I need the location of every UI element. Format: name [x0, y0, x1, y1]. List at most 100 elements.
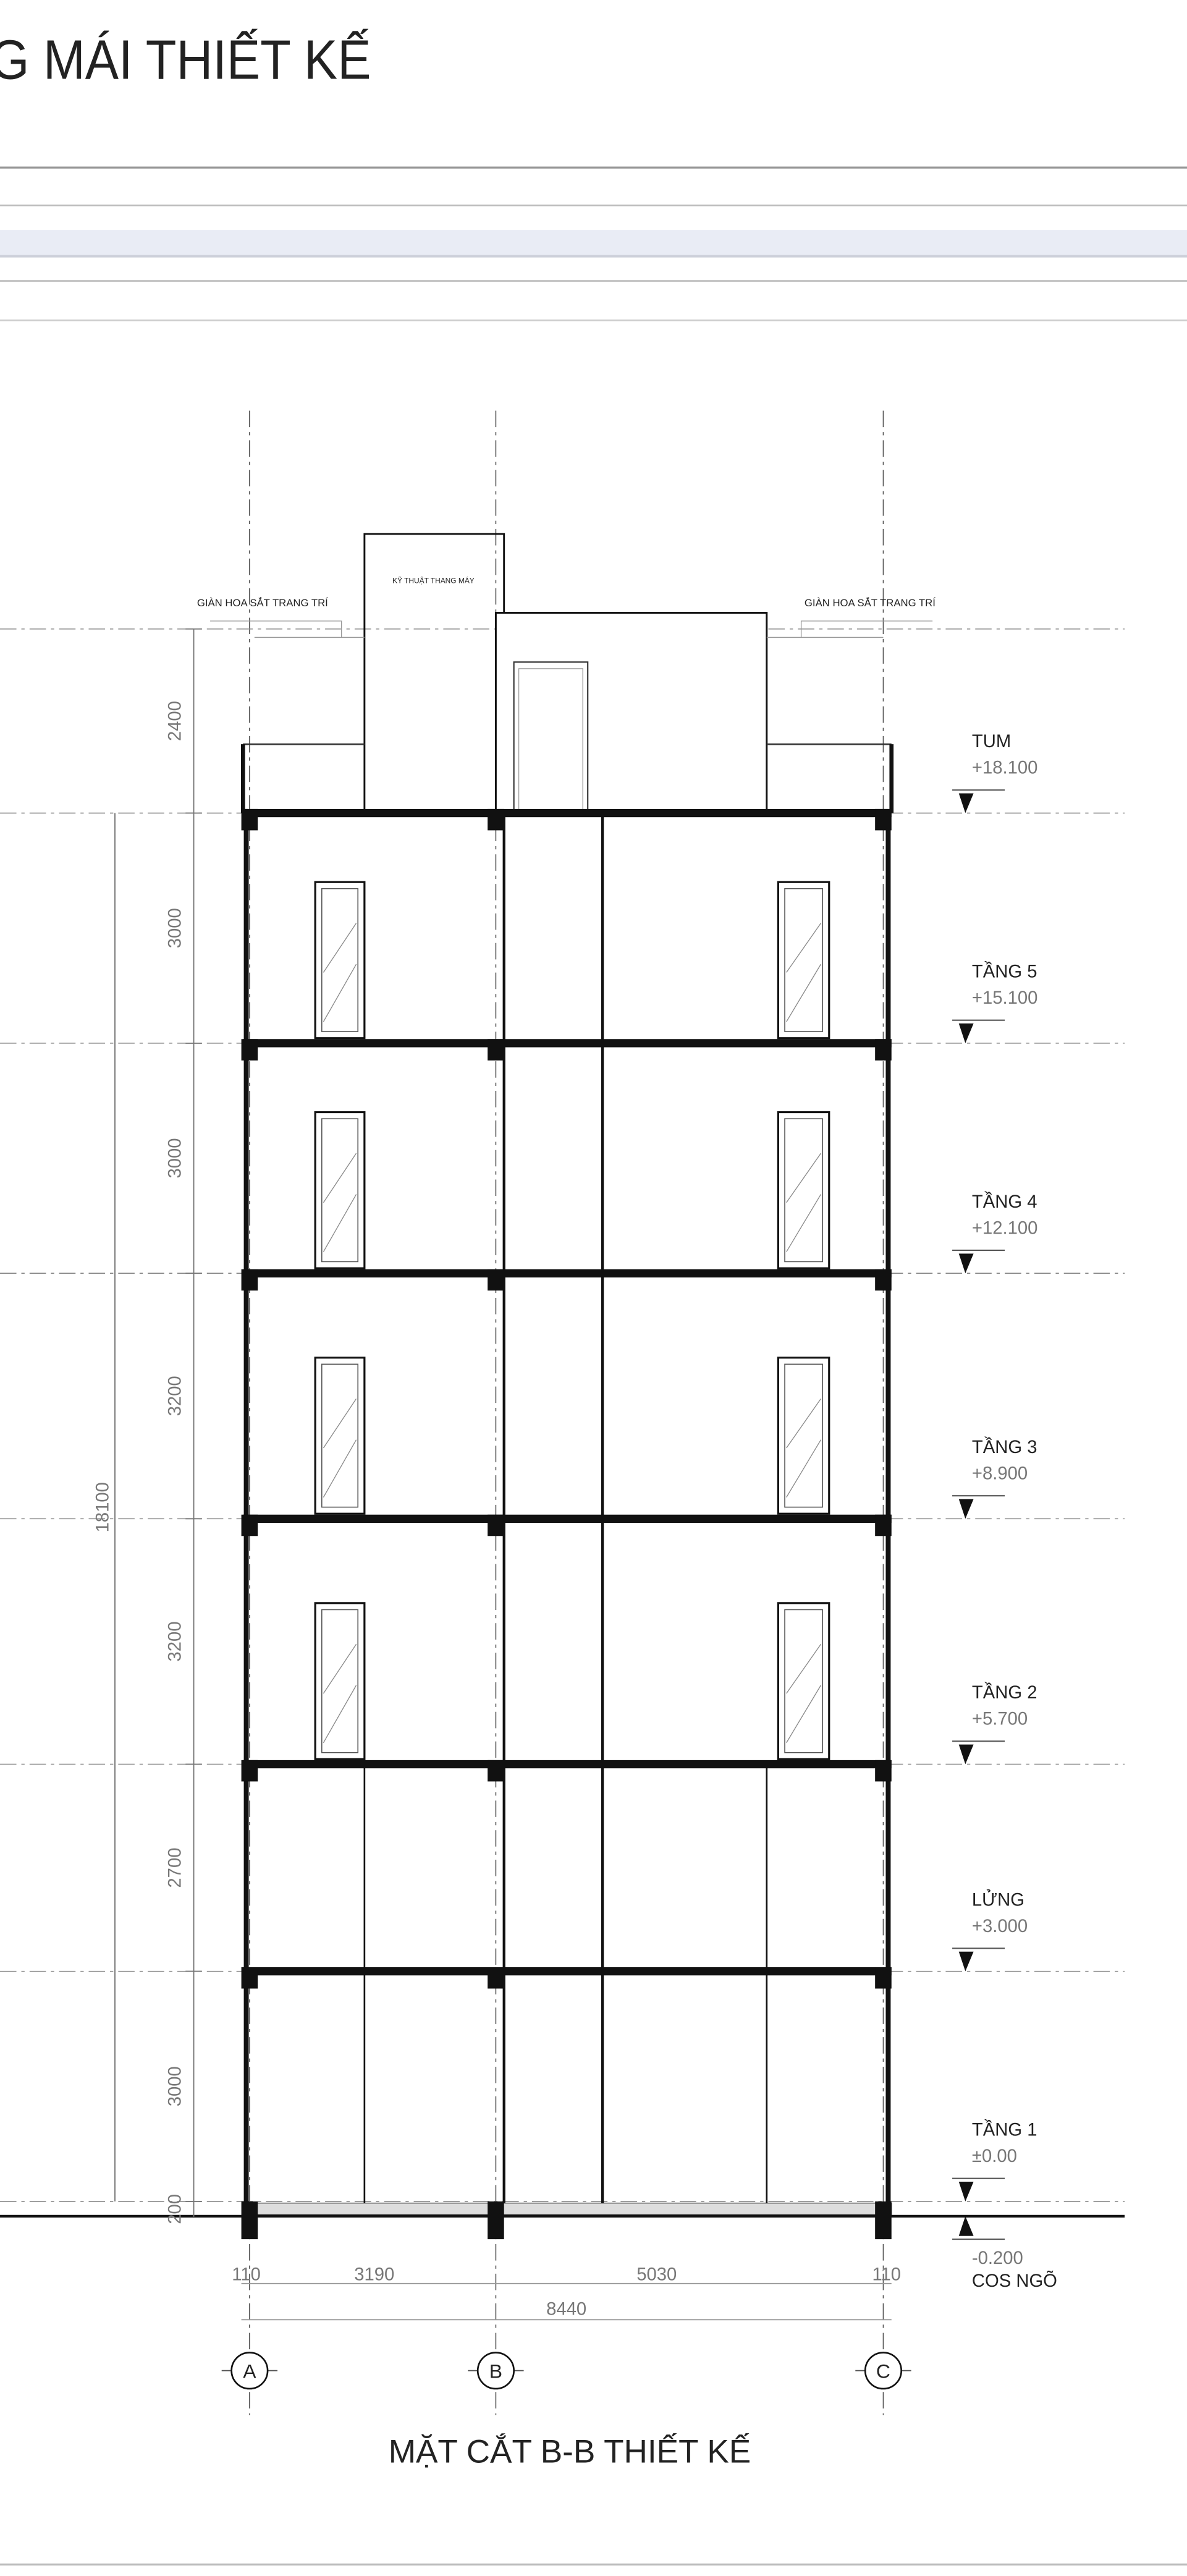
elevator-machine-room [363, 533, 505, 815]
window-hatch [323, 1153, 357, 1203]
elevator-room-label: KỸ THUẬT THANG MÁY [392, 576, 475, 585]
window-hatch [786, 1153, 822, 1203]
floor-slab [243, 1269, 892, 1277]
floor-slab [243, 1514, 892, 1523]
window-glass [321, 1363, 359, 1508]
level-name: TUM [972, 732, 1011, 752]
window-hatch [323, 1194, 357, 1252]
column [488, 1269, 504, 1291]
level-elevation: ±0.00 [972, 2146, 1017, 2166]
level-name: TẦNG 2 [972, 1682, 1037, 1703]
column [241, 1269, 258, 1291]
level-elevation: +8.900 [972, 1464, 1028, 1484]
leader-right [800, 621, 933, 638]
level-marker-icon [958, 1951, 974, 1972]
overall-height-label: 18100 [93, 1482, 112, 1532]
window-hatch [323, 1643, 357, 1694]
axis-bubble [230, 2352, 269, 2390]
axis-label: A [243, 2360, 256, 2383]
level-name: TẦNG 4 [972, 1191, 1037, 1212]
window [314, 1602, 366, 1760]
window-glass [321, 1118, 359, 1263]
window-glass [321, 888, 359, 1032]
column [875, 1760, 892, 1782]
drawing-title: MẶT CẮT B-B THIẾT KẾ [389, 2433, 751, 2470]
floor-slab [243, 1760, 892, 1769]
window [777, 1602, 830, 1760]
level-marker-icon [958, 1023, 974, 1043]
level-marker-icon [958, 793, 974, 813]
level-name: LỬNG [972, 1889, 1024, 1910]
window-hatch [786, 1643, 822, 1694]
window-hatch [323, 1439, 357, 1498]
foundation-column [241, 2201, 258, 2240]
window [777, 1111, 830, 1269]
window-hatch [786, 1685, 822, 1743]
horizontal-dimension-label: 5030 [636, 2265, 677, 2285]
level-marker-icon [958, 2216, 974, 2236]
header-rules [0, 166, 1187, 321]
column [241, 808, 258, 831]
overall-width-label: 8440 [546, 2299, 586, 2319]
vertical-dimension-label: 2700 [165, 1848, 185, 1888]
horizontal-dimension-label: 110 [232, 2265, 261, 2285]
level-elevation: +12.100 [972, 1218, 1037, 1238]
window-glass [784, 888, 823, 1032]
trellis-label-left: GIÀN HOA SẮT TRANG TRÍ [197, 597, 328, 609]
window-glass [784, 1363, 823, 1508]
column [875, 1514, 892, 1536]
column [875, 808, 892, 831]
vertical-dimension-label: 3200 [165, 1376, 185, 1416]
window [314, 1357, 366, 1515]
ground-elevation: -0.200 [972, 2248, 1023, 2268]
level-marker-icon [958, 1499, 974, 1519]
window-hatch [323, 923, 357, 973]
axis-label: B [489, 2360, 502, 2383]
level-name: TẦNG 3 [972, 1436, 1037, 1457]
column [241, 1039, 258, 1061]
floor-slab [243, 1039, 892, 1048]
column [488, 1039, 504, 1061]
vertical-dimension-label: 3000 [165, 908, 185, 948]
window [777, 881, 830, 1040]
column [875, 1967, 892, 1989]
foundation-column [875, 2201, 892, 2240]
level-elevation: +15.100 [972, 988, 1037, 1008]
level-name: TẦNG 5 [972, 961, 1037, 982]
column [241, 1760, 258, 1782]
window-glass [321, 1609, 359, 1753]
axis-label: C [876, 2360, 890, 2383]
window-glass [784, 1118, 823, 1263]
vertical-dimension-label: 200 [165, 2194, 185, 2224]
trellis-label-right: GIÀN HOA SẮT TRANG TRÍ [805, 597, 936, 609]
vertical-dimension-label: 2400 [165, 701, 185, 741]
window [777, 1357, 830, 1515]
vertical-dimension-label: 3000 [165, 2066, 185, 2106]
column [875, 1269, 892, 1291]
window-hatch [786, 1194, 822, 1252]
level-elevation: +18.100 [972, 758, 1037, 778]
level-name: TẦNG 1 [972, 2119, 1037, 2140]
axis-bubble [864, 2352, 903, 2390]
floor-slab [243, 808, 892, 818]
level-marker-icon [958, 1253, 974, 1274]
column [241, 1967, 258, 1989]
window-hatch [786, 923, 822, 973]
leader-left [210, 621, 342, 638]
stair-roof-room [494, 612, 768, 815]
window [314, 881, 366, 1040]
axis-bubble [476, 2352, 515, 2390]
floor-slab [243, 1967, 892, 1976]
column [488, 1967, 504, 1989]
window-hatch [786, 964, 822, 1022]
column [488, 1514, 504, 1536]
column [241, 1514, 258, 1536]
column [488, 1760, 504, 1782]
column [875, 1039, 892, 1061]
window-hatch [323, 1398, 357, 1449]
ground-slab-fill [242, 2202, 892, 2215]
page-title-fragment: G MÁI THIẾT KẾ [0, 28, 371, 91]
window-hatch [323, 1685, 357, 1743]
vertical-dimension-label: 3000 [165, 1138, 185, 1179]
